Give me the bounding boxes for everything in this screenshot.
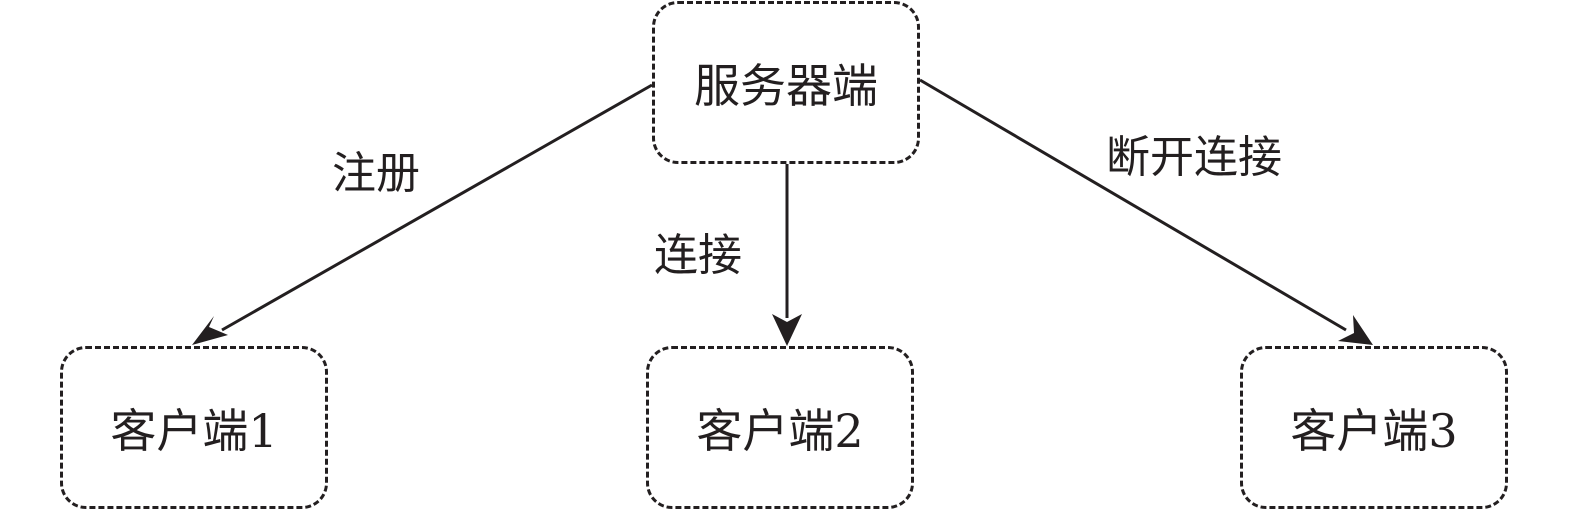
arrowhead-register [192, 316, 228, 345]
edge-register [192, 83, 653, 345]
arrowhead-disconnect [1338, 315, 1373, 345]
client1-node: 客户端1 [60, 346, 328, 509]
client1-node-label: 客户端1 [110, 403, 278, 458]
edge-connect [772, 164, 802, 346]
client3-node-label: 客户端3 [1290, 403, 1458, 458]
client2-node-label: 客户端2 [696, 403, 864, 458]
server-node-label: 服务器端 [694, 58, 878, 113]
client2-node: 客户端2 [646, 346, 914, 509]
server-node: 服务器端 [652, 1, 920, 164]
edge-label-disconnect: 断开连接 [1106, 132, 1282, 183]
edge-label-register: 注册 [332, 148, 420, 199]
arrowhead-connect [772, 314, 802, 346]
edge-label-connect: 连接 [654, 230, 742, 281]
edge-disconnect [919, 78, 1373, 345]
client3-node: 客户端3 [1240, 346, 1508, 509]
